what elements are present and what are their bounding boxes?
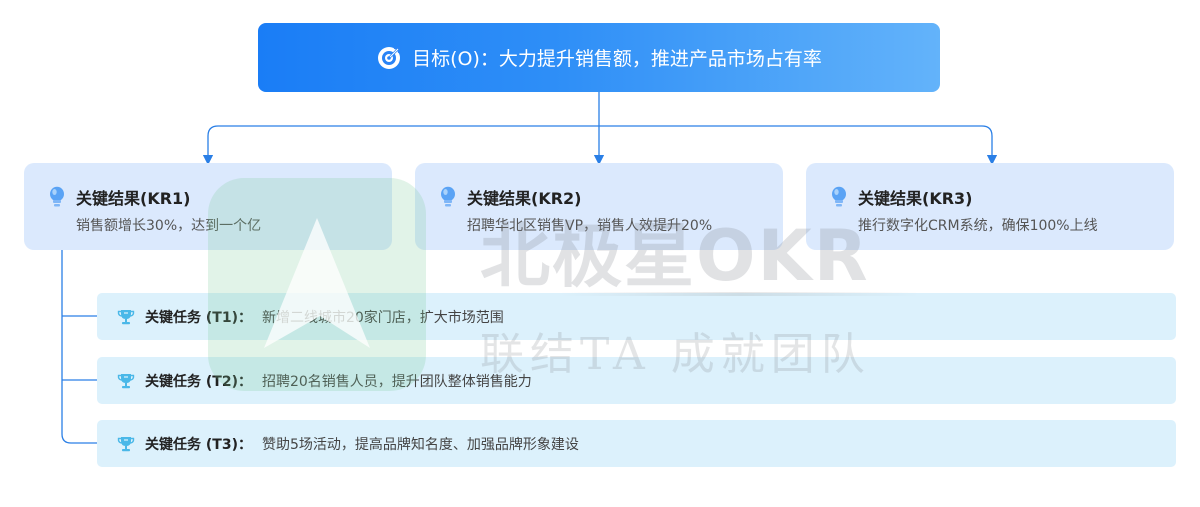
key-result-card-kr2: 关键结果(KR2) 招聘华北区销售VP，销售人效提升20%	[415, 163, 783, 250]
trophy-icon	[117, 436, 135, 451]
objective-box: 目标(O)：大力提升销售额，推进产品市场占有率	[258, 23, 940, 92]
lightbulb-icon	[832, 186, 846, 207]
connector-kr1-tasks	[61, 250, 97, 444]
key-result-description: 招聘华北区销售VP，销售人效提升20%	[467, 218, 713, 234]
task-text: 新增二线城市20家门店，扩大市场范围	[261, 309, 504, 326]
task-label: 关键任务 (T1)：	[145, 309, 252, 326]
key-result-title: 关键结果(KR2)	[467, 189, 582, 208]
task-label: 关键任务 (T3)：	[145, 436, 252, 453]
objective-label: 目标(O)：大力提升销售额，推进产品市场占有率	[412, 48, 822, 70]
task-text: 赞助5场活动，提高品牌知名度、加强品牌形象建设	[261, 436, 579, 453]
task-row-t1: 关键任务 (T1)： 新增二线城市20家门店，扩大市场范围	[97, 293, 1176, 340]
task-row-t2: 关键任务 (T2)： 招聘20名销售人员，提升团队整体销售能力	[97, 357, 1176, 404]
task-text: 招聘20名销售人员，提升团队整体销售能力	[261, 373, 532, 390]
key-result-title: 关键结果(KR3)	[858, 189, 973, 208]
key-result-card-kr3: 关键结果(KR3) 推行数字化CRM系统，确保100%上线	[806, 163, 1174, 250]
key-result-card-kr1: 关键结果(KR1) 销售额增长30%，达到一个亿	[24, 163, 392, 250]
trophy-icon	[117, 373, 135, 388]
key-result-description: 推行数字化CRM系统，确保100%上线	[858, 218, 1098, 234]
connector-objective-kr3	[599, 125, 998, 166]
lightbulb-icon	[441, 186, 455, 207]
key-result-description: 销售额增长30%，达到一个亿	[76, 218, 262, 234]
connector-objective-kr1	[202, 125, 599, 166]
key-result-title: 关键结果(KR1)	[76, 189, 191, 208]
trophy-icon	[117, 309, 135, 324]
target-icon	[378, 46, 401, 69]
lightbulb-icon	[50, 186, 64, 207]
task-label: 关键任务 (T2)：	[145, 373, 252, 390]
task-row-t3: 关键任务 (T3)： 赞助5场活动，提高品牌知名度、加强品牌形象建设	[97, 420, 1176, 467]
